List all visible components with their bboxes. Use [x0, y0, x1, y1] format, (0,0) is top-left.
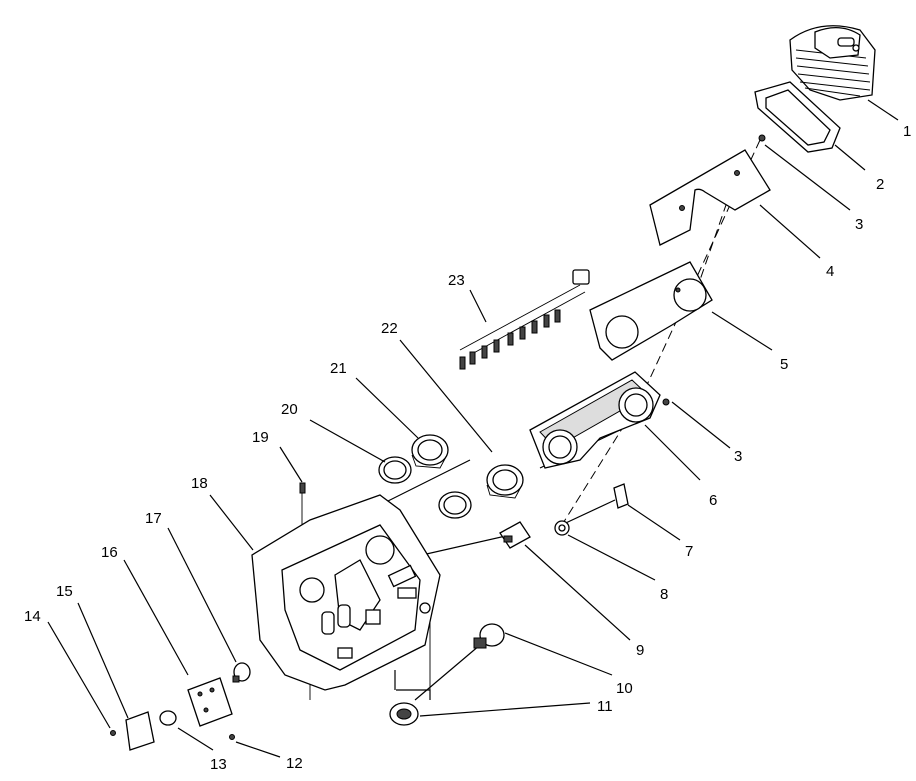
part-8-nut: [554, 520, 570, 536]
callout-21: 21: [330, 360, 347, 377]
callout-12: 12: [286, 755, 303, 772]
callout-19: 19: [252, 429, 269, 446]
part-9-switch: [499, 521, 531, 549]
part-15-bracket: [125, 711, 155, 751]
callout-3-upper: 3: [855, 216, 863, 233]
part-18-console-housing: [251, 494, 441, 691]
callout-18: 18: [191, 475, 208, 492]
part-22-gauge-bezel: [486, 464, 524, 499]
callout-11: 11: [597, 698, 613, 715]
part-12-screw: [229, 734, 235, 740]
callout-20: 20: [281, 401, 298, 418]
callout-23: 23: [448, 272, 465, 289]
callout-8: 8: [660, 586, 668, 603]
part-20-seal-ring: [378, 456, 472, 519]
part-21-gauge: [411, 434, 449, 469]
callout-6: 6: [709, 492, 717, 509]
part-23-wire-harness: [459, 269, 590, 370]
callout-3-lower: 3: [734, 448, 742, 465]
part-2-gasket-frame: [754, 81, 841, 153]
callout-1: 1: [903, 123, 911, 140]
part-6-instrument-housing: [529, 371, 661, 469]
part-13-lens: [159, 710, 177, 726]
part-3-screw-upper: [758, 134, 766, 142]
callout-5: 5: [780, 356, 788, 373]
callout-16: 16: [101, 544, 118, 561]
callout-labels: 1 2 3 4 5 3 6 7 8 9 10 11 12 13 14 15 16…: [24, 123, 911, 773]
callout-15: 15: [56, 583, 73, 600]
part-10-knob: [473, 623, 505, 649]
callout-9: 9: [636, 642, 644, 659]
callout-13: 13: [210, 756, 227, 773]
part-1-boot: [789, 25, 876, 101]
callout-17: 17: [145, 510, 162, 527]
part-5-decal-panel: [589, 261, 713, 361]
callout-10: 10: [616, 680, 633, 697]
part-16-switch-block: [187, 677, 233, 727]
callout-14: 14: [24, 608, 41, 625]
leader-lines: [47, 99, 899, 758]
callout-2: 2: [876, 176, 884, 193]
part-4-plate: [649, 149, 771, 246]
part-3-screw-lower: [662, 398, 670, 406]
callout-4: 4: [826, 263, 834, 280]
part-11-key-switch: [389, 702, 419, 726]
callout-22: 22: [381, 320, 398, 337]
callout-7: 7: [685, 543, 693, 560]
part-14-screw: [110, 730, 116, 736]
part-17-bulb: [232, 662, 251, 683]
part-7-clip: [613, 483, 629, 509]
